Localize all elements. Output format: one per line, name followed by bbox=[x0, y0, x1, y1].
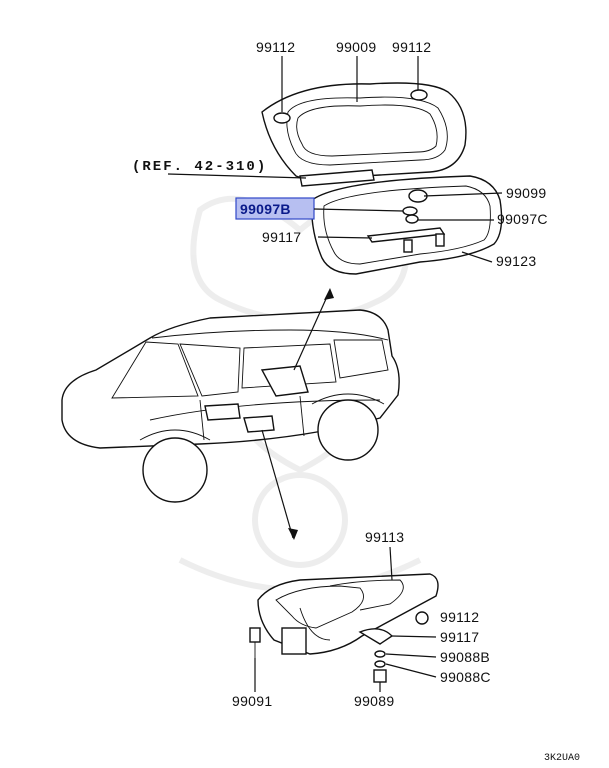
tray-assembly bbox=[311, 175, 503, 275]
console-cover bbox=[249, 573, 439, 683]
car-center-box bbox=[243, 415, 275, 433]
label-99009: 99009 bbox=[336, 39, 376, 55]
rubber-stopper-left bbox=[273, 112, 291, 124]
rubber-stopper-right bbox=[410, 89, 428, 101]
highlight-99097b bbox=[235, 197, 315, 220]
lid-assembly bbox=[261, 82, 467, 187]
car-rear-box bbox=[260, 365, 309, 397]
label-99112-b: 99112 bbox=[392, 39, 431, 55]
labels-and-leaders: 99112 99009 99112 (REF. 42-310) 99099 99… bbox=[132, 39, 580, 764]
car-front-box bbox=[204, 403, 241, 421]
label-99089: 99089 bbox=[354, 693, 394, 709]
label-99117-top: 99117 bbox=[262, 229, 301, 245]
label-99112-a: 99112 bbox=[256, 39, 295, 55]
hinge-plate bbox=[281, 627, 307, 655]
reference-label: (REF. 42-310) bbox=[132, 159, 267, 175]
label-99091: 99091 bbox=[232, 693, 272, 709]
vehicle-outline bbox=[61, 309, 400, 503]
label-99088c: 99088C bbox=[440, 669, 491, 685]
label-99123: 99123 bbox=[496, 253, 536, 269]
label-99097b: 99097B bbox=[240, 201, 291, 217]
label-99097c: 99097C bbox=[497, 211, 548, 227]
callout-arrows bbox=[261, 288, 334, 540]
label-99112-bottom: 99112 bbox=[440, 609, 479, 625]
label-99113: 99113 bbox=[365, 529, 404, 545]
label-99117-bottom: 99117 bbox=[440, 629, 479, 645]
label-99099: 99099 bbox=[506, 185, 546, 201]
label-99088b: 99088B bbox=[440, 649, 490, 665]
diagram-code: 3K2UA0 bbox=[544, 753, 580, 764]
